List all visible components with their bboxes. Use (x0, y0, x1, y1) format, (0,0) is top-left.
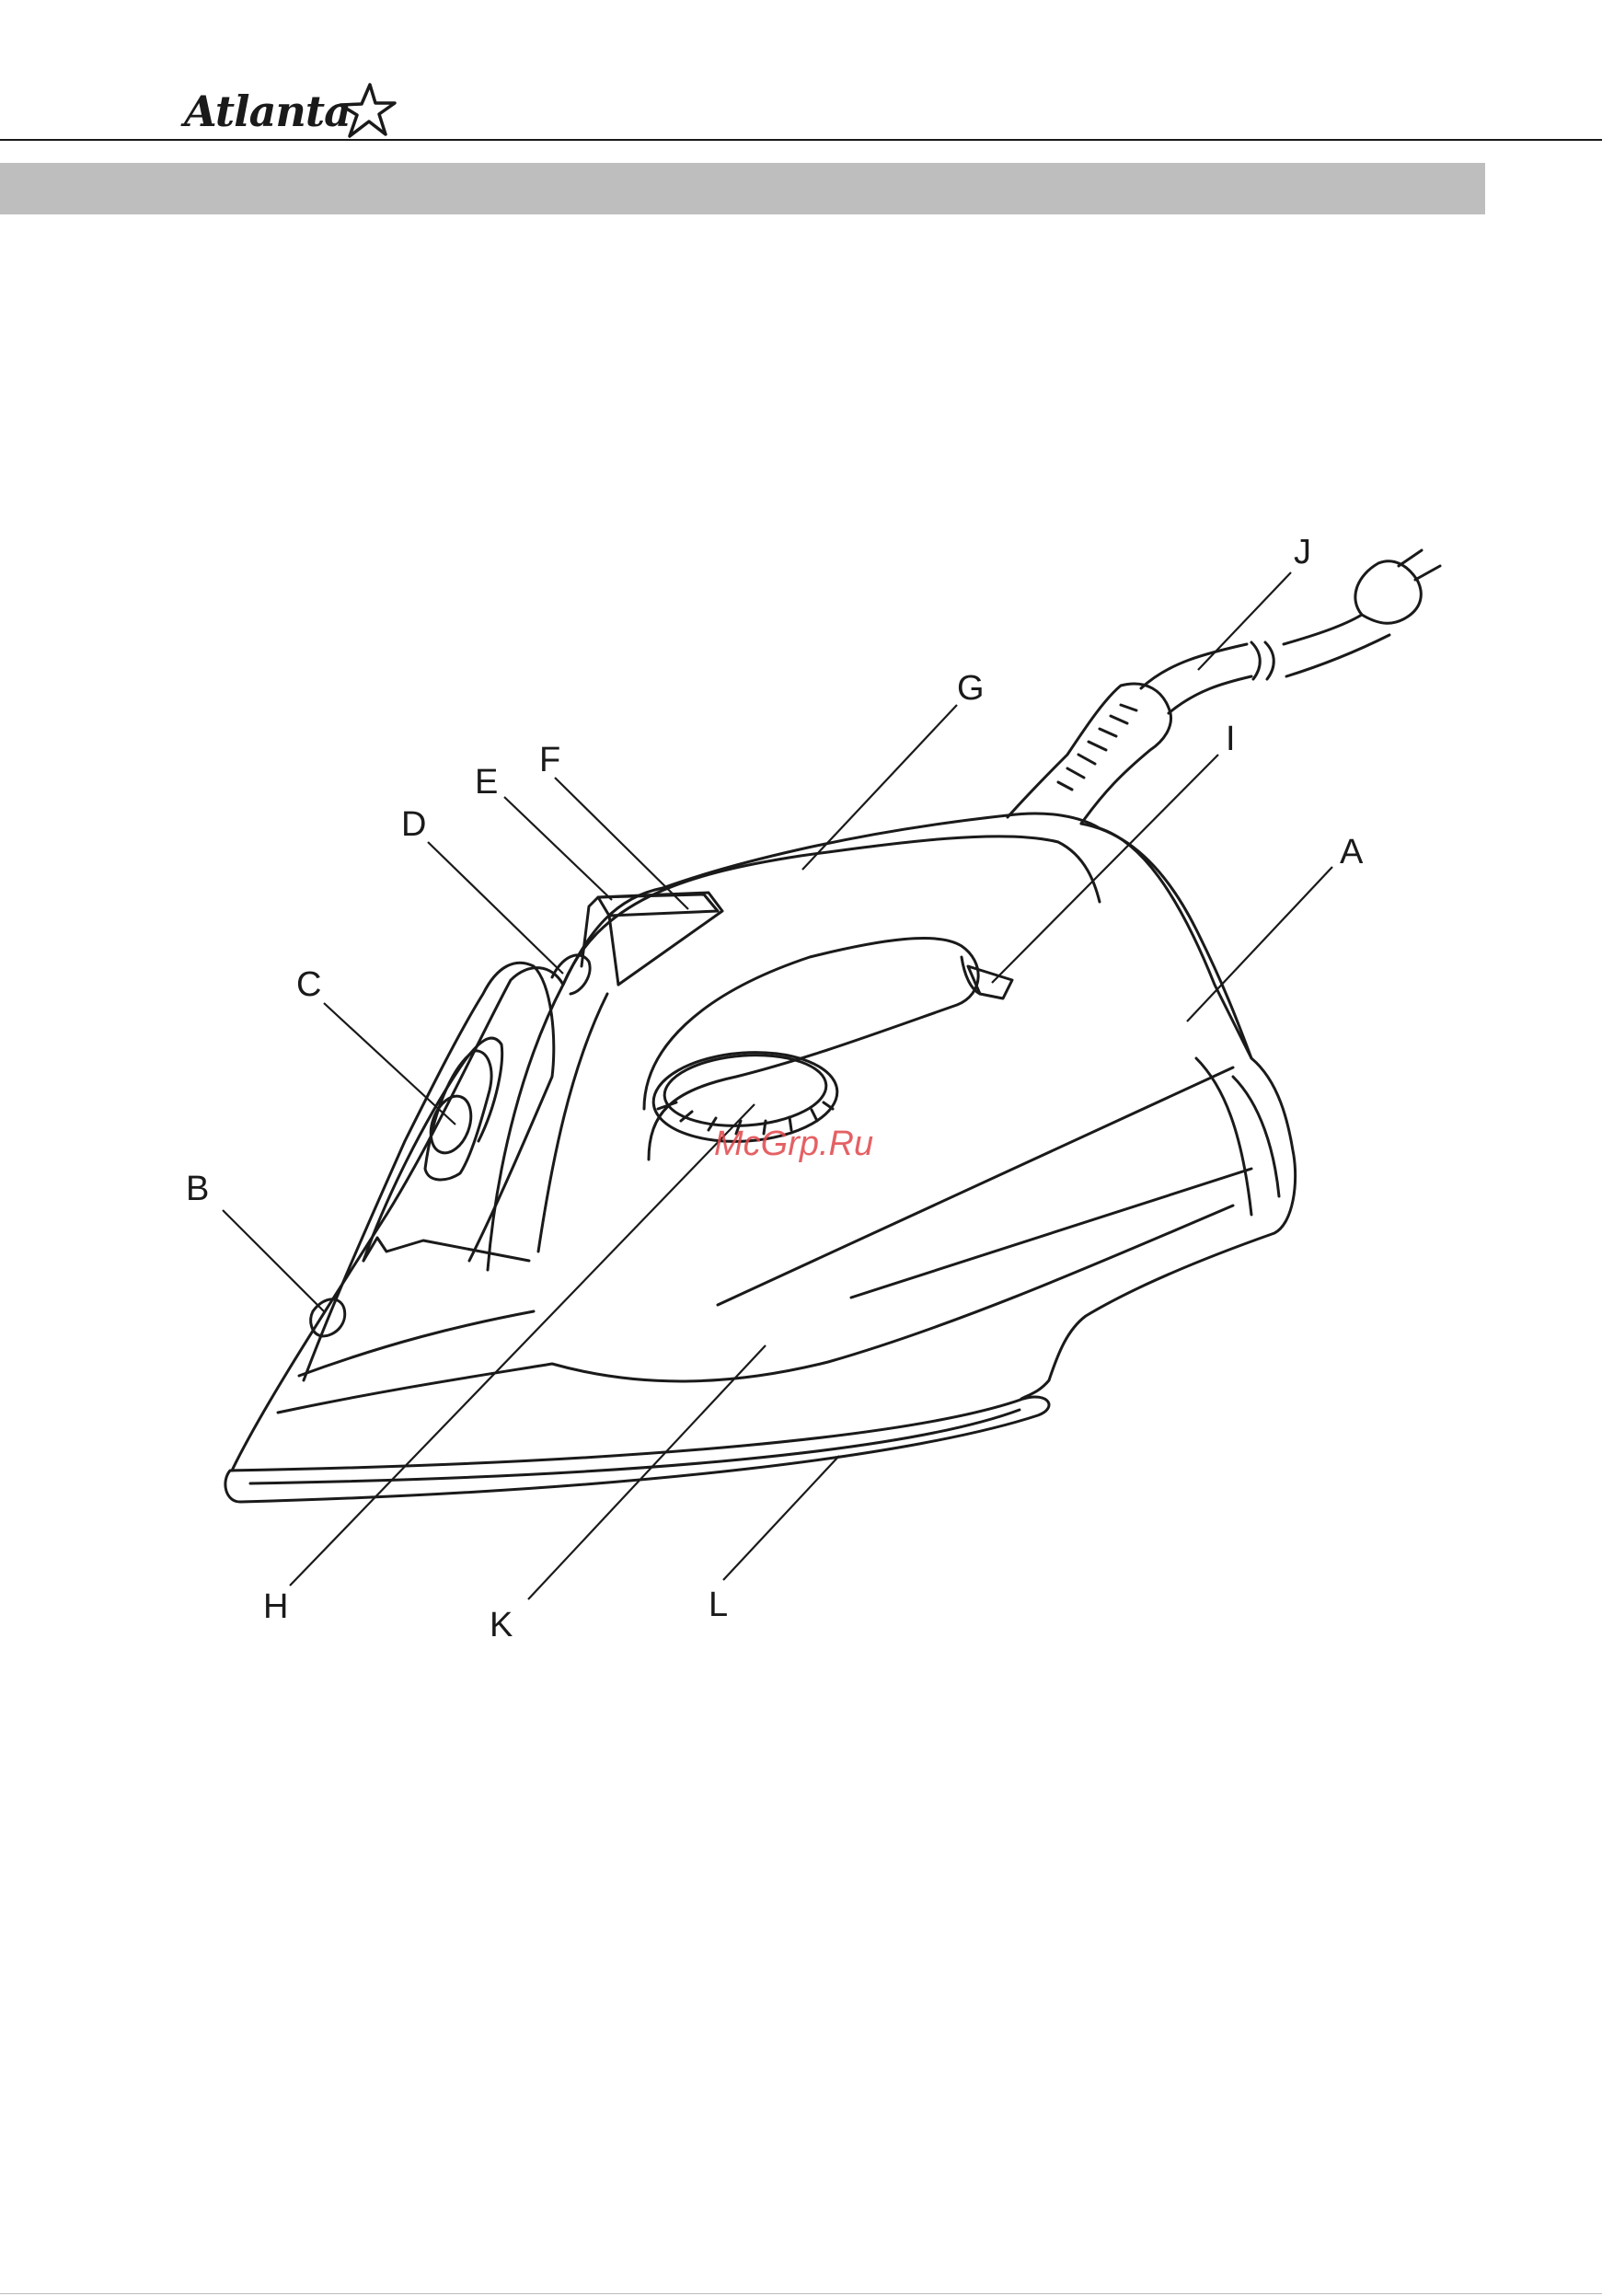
inlet-cover-side (609, 916, 618, 985)
plug-body (1355, 561, 1421, 624)
nose-panel-inner (363, 1038, 502, 1261)
rear-top (1081, 824, 1251, 1058)
indicator-light (968, 966, 1012, 998)
handle-outer (563, 836, 1100, 985)
leader-E (504, 797, 612, 900)
leader-D (428, 842, 563, 974)
leader-A (1187, 867, 1332, 1021)
label-H: H (263, 1587, 288, 1626)
label-J: J (1294, 533, 1311, 571)
label-K: K (490, 1606, 513, 1644)
soleplate (225, 1397, 1049, 1502)
label-A: A (1340, 833, 1364, 871)
label-F: F (539, 741, 560, 779)
body-belt (278, 1206, 1233, 1413)
label-I: I (1226, 720, 1236, 758)
front-lower-line (299, 1311, 534, 1376)
label-L: L (709, 1586, 728, 1624)
handle-front-curve-2 (538, 994, 607, 1252)
cord-guard (1008, 684, 1171, 824)
iron-drawing (225, 550, 1440, 1502)
leader-J (1198, 572, 1291, 670)
leader-L (723, 1456, 839, 1580)
highlight-line-2 (851, 1169, 1251, 1298)
highlight-line-1 (718, 1067, 1233, 1305)
leader-C (324, 1003, 455, 1125)
label-E: E (475, 763, 498, 802)
watermark: McGrp.Ru (714, 1125, 873, 1164)
inlet-cover-top (598, 894, 718, 916)
cord-lower (1169, 676, 1251, 713)
cord-guard-ribs (1058, 705, 1136, 790)
cord-end (1284, 615, 1389, 676)
label-D: D (401, 805, 426, 844)
nose-panel (304, 963, 554, 1380)
cord-break (1251, 642, 1274, 679)
nose-notch (363, 1238, 529, 1261)
label-C: C (296, 965, 321, 1004)
leader-lines (223, 572, 1332, 1599)
temperature-dial (663, 1050, 829, 1131)
leader-B (223, 1210, 324, 1311)
rear-edge-line-2 (1233, 1077, 1279, 1196)
label-G: G (957, 669, 985, 708)
label-B: B (186, 1170, 209, 1208)
leader-H (290, 1104, 755, 1586)
leader-I (992, 755, 1218, 983)
footer-rule (0, 2293, 1602, 2294)
leader-F (555, 778, 688, 909)
spray-button (552, 955, 590, 994)
